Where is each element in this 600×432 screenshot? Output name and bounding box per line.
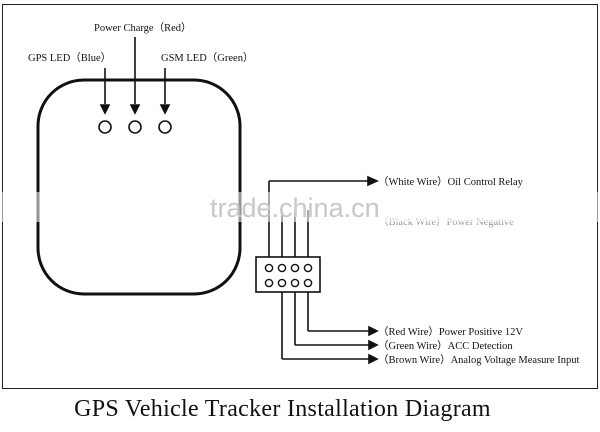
white-wire-label: （White Wire）Oil Control Relay [378, 176, 524, 188]
tracker-body [36, 78, 242, 296]
lower-wires [281, 292, 379, 365]
gsm-led-icon [158, 120, 172, 134]
gps-led-label: GPS LED（Blue） [28, 52, 111, 64]
gps-led-icon [98, 120, 112, 134]
gsm-led-label: GSM LED（Green） [161, 52, 253, 64]
watermark-band [0, 192, 600, 222]
red-wire-label: （Red Wire）Power Positive 12V [378, 326, 523, 338]
watermark: trade.china.cn [210, 193, 380, 223]
led-leader-lines [99, 37, 171, 115]
wire-connector [255, 256, 321, 293]
diagram-title: GPS Vehicle Tracker Installation Diagram [74, 396, 491, 422]
power-led-label: Power Charge（Red） [94, 22, 192, 34]
brown-wire-label: （Brown Wire）Analog Voltage Measure Input [378, 354, 579, 366]
power-led-icon [128, 120, 142, 134]
green-wire-label: （Green Wire）ACC Detection [378, 340, 513, 352]
